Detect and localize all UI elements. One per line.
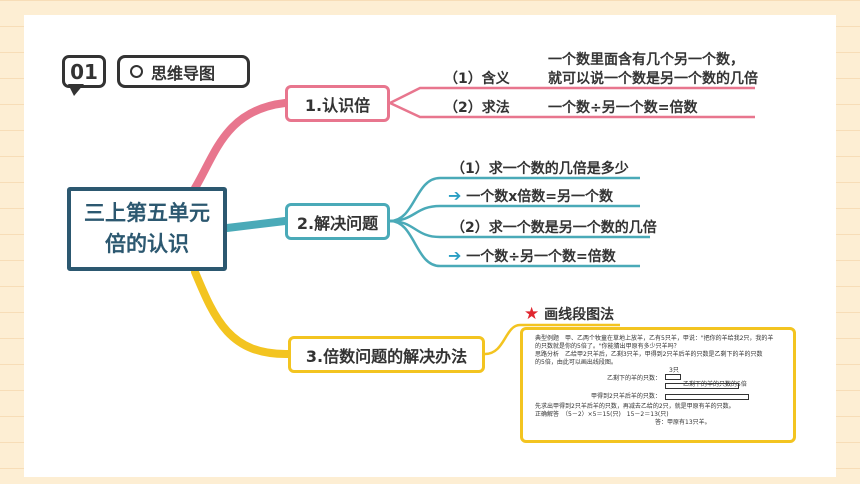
arrow-right-icon: ➔ bbox=[448, 246, 462, 265]
badge-number: 01 bbox=[70, 59, 98, 84]
meaning-text-line2: 就可以说一个数是另一个数的几倍 bbox=[548, 71, 758, 87]
branch3-label: 3.倍数问题的解决办法 bbox=[305, 346, 468, 366]
arrow-right-icon: ➔ bbox=[448, 186, 462, 205]
solve-item3: （2）求一个数是另一个数的几倍 bbox=[451, 220, 657, 236]
solve-item2: 一个数x倍数=另一个数 bbox=[466, 189, 614, 205]
solve-item1: （1）求一个数的几倍是多少 bbox=[451, 161, 629, 177]
meaning-text-line1: 一个数里面含有几个另一个数， bbox=[548, 52, 744, 68]
diagram-label: 乙剩下的羊的只数： bbox=[607, 375, 662, 382]
branch-node-recognize: 1.认识倍 bbox=[285, 85, 390, 122]
example-line: 思路分析 乙给甲2只羊后，乙剩3只羊，甲得到2只羊后羊的只数是乙剩下的羊的只数 bbox=[535, 351, 763, 358]
example-line: 正确解答 （5－2）×5＝15(只) 15－2＝13(只) bbox=[535, 411, 669, 418]
section-number-badge: 01 bbox=[62, 55, 106, 88]
section-title-box: 思维导图 bbox=[117, 55, 250, 88]
star-icon: ★ bbox=[524, 304, 540, 324]
example-line: 先求出甲得到2只羊后羊的只数，再减去乙给的2只，就是甲原有羊的只数。 bbox=[535, 403, 735, 410]
diagram-label: 3只 bbox=[669, 367, 679, 374]
method-name: 画线段图法 bbox=[544, 307, 615, 323]
example-problem-image: 典型例题 甲、乙两个牧童在草地上放羊，乙有5只羊，甲说："把你的羊给我2只，我的… bbox=[520, 327, 796, 443]
meaning-label: （1）含义 bbox=[444, 71, 510, 87]
example-line: 典型例题 甲、乙两个牧童在草地上放羊，乙有5只羊，甲说："把你的羊给我2只，我的… bbox=[535, 335, 774, 342]
line-diagram-method: ★ 画线段图法 bbox=[524, 304, 614, 324]
central-topic-line2: 倍的认识 bbox=[105, 232, 189, 256]
diagram-segment bbox=[665, 394, 749, 400]
diagram-label: 乙剩下的羊的只数的5倍 bbox=[683, 381, 747, 388]
central-topic: 三上第五单元 倍的认识 bbox=[67, 187, 227, 271]
example-line: 答：甲原有13只羊。 bbox=[655, 419, 711, 426]
example-line: 的5倍，由此可以画出线段图。 bbox=[535, 359, 617, 366]
method-formula: 一个数÷另一个数=倍数 bbox=[548, 100, 698, 116]
branch-node-method: 3.倍数问题的解决办法 bbox=[288, 336, 485, 373]
circle-bullet-icon bbox=[130, 65, 143, 78]
branch2-label: 2.解决问题 bbox=[296, 213, 379, 233]
badge-tail bbox=[68, 84, 84, 96]
diagram-label: 甲得到2只羊后羊的只数： bbox=[591, 393, 661, 400]
branch1-label: 1.认识倍 bbox=[304, 95, 371, 115]
diagram-segment bbox=[665, 374, 681, 380]
method-label: （2）求法 bbox=[444, 100, 510, 116]
central-topic-line1: 三上第五单元 bbox=[84, 201, 210, 225]
branch-node-solve: 2.解决问题 bbox=[285, 203, 390, 240]
example-line: 的只数就是你的5倍了。"你能猜出甲原有多少只羊吗？ bbox=[535, 343, 680, 350]
solve-item4: 一个数÷另一个数=倍数 bbox=[466, 249, 616, 265]
section-title: 思维导图 bbox=[151, 63, 216, 83]
solve-item4-row: ➔ 一个数÷另一个数=倍数 bbox=[448, 246, 616, 266]
solve-item2-row: ➔ 一个数x倍数=另一个数 bbox=[448, 186, 613, 206]
line-segment-diagram: 3只 乙剩下的羊的只数： 乙剩下的羊的只数的5倍 甲得到2只羊后羊的只数： bbox=[535, 367, 787, 403]
diagram-segment bbox=[665, 383, 739, 389]
